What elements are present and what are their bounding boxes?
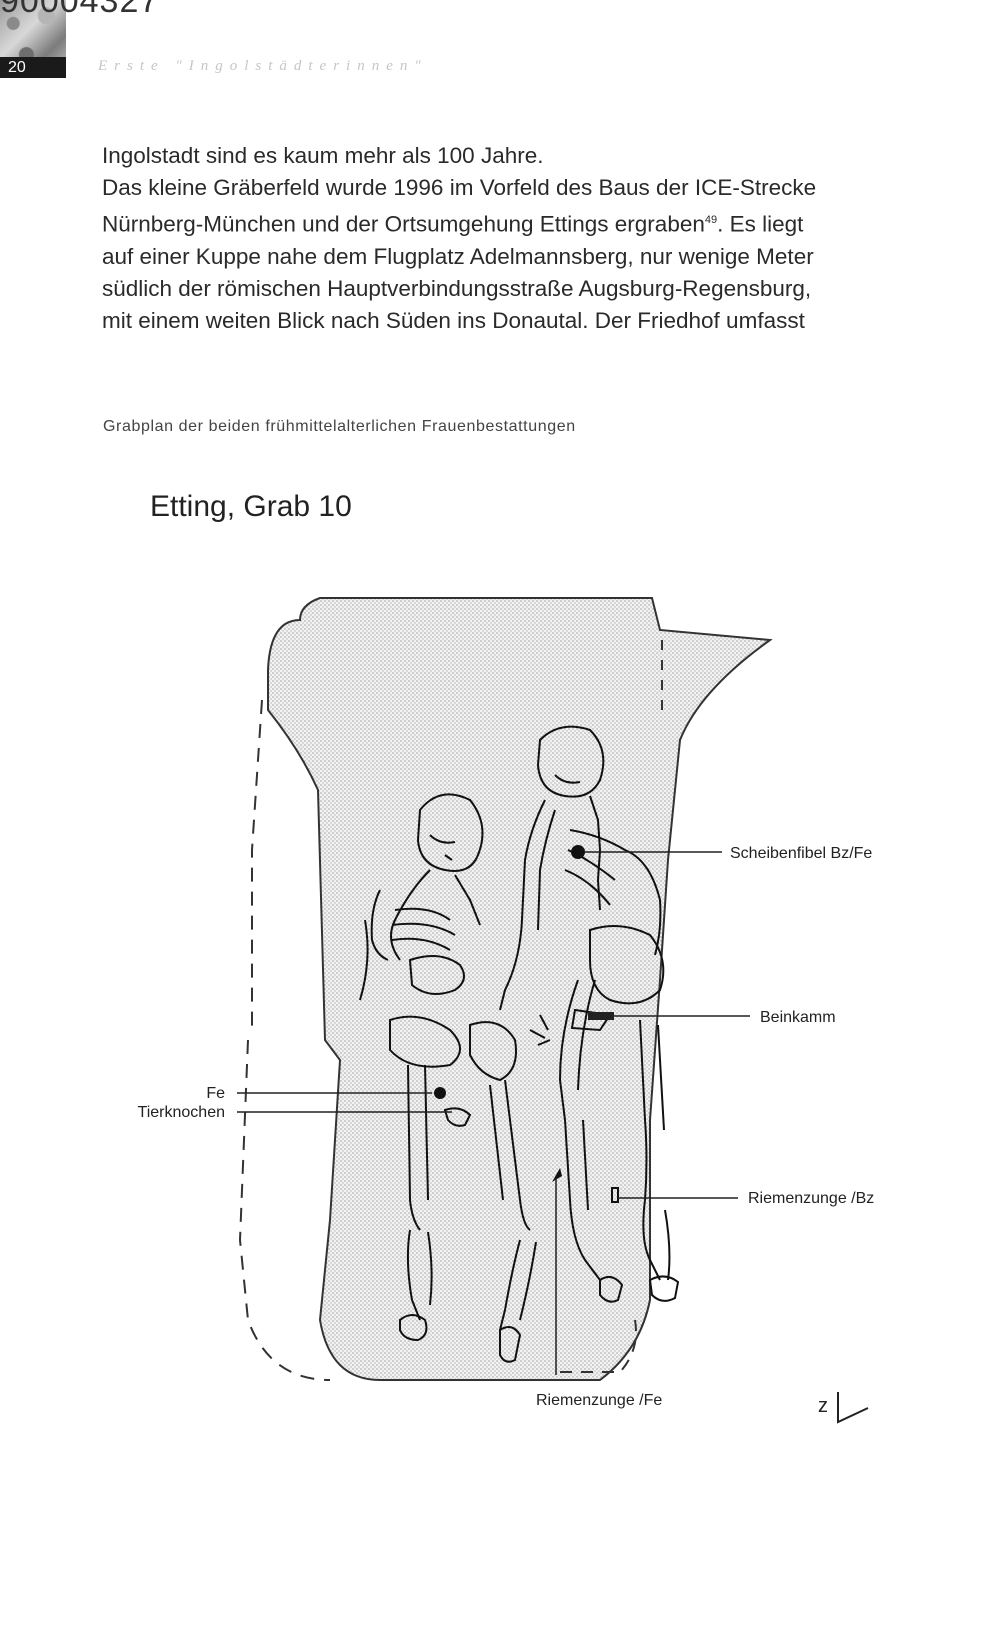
strap-end-bronze-marker: [611, 1187, 619, 1203]
label-riemenzunge-fe: Riemenzunge /Fe: [536, 1392, 662, 1409]
skeleton-left: [359, 793, 537, 1363]
running-title: Erste "Ingolstädterinnen": [98, 58, 428, 74]
text-line: Das kleine Gräberfeld wurde 1996 im Vorf…: [102, 175, 817, 200]
iron-object-marker: [434, 1087, 446, 1099]
figure-title: Etting, Grab 10: [150, 490, 352, 523]
text-line: auf einer Kuppe nahe dem Flugplatz Adelm…: [102, 243, 814, 269]
text-line: Ingolstadt sind es kaum mehr als 100 Jah…: [102, 143, 544, 168]
label-scheibenfibel: Scheibenfibel Bz/Fe: [730, 845, 872, 862]
figure-caption: Grabplan der beiden frühmittelalterliche…: [103, 418, 576, 435]
north-arrow: z: [818, 1392, 869, 1424]
body-paragraph: Ingolstadt sind es kaum mehr als 100 Jah…: [102, 140, 932, 337]
strap-end-iron-marker: [552, 1168, 562, 1182]
north-arrow-icon: [837, 1392, 869, 1424]
bone-comb-marker: [588, 1012, 614, 1020]
text-line-fragment: . Es liegt: [717, 211, 804, 237]
text-line: Nürnberg-München und der Ortsumgehung Et…: [102, 204, 932, 241]
label-beinkamm: Beinkamm: [760, 1009, 836, 1026]
text-line: südlich der römischen Hauptverbindungsst…: [102, 275, 812, 301]
disc-brooch-marker: [571, 845, 585, 859]
north-arrow-letter: z: [818, 1395, 828, 1417]
page-number: 20: [0, 57, 66, 78]
scan-id: 90004327: [0, 0, 160, 20]
text-line-fragment: Nürnberg-München und der Ortsumgehung Et…: [102, 211, 705, 237]
dashed-outline-left-lower: [238, 1039, 331, 1381]
grave-plan-drawing: Scheibenfibel Bz/Fe Beinkamm Fe Tierknoc…: [138, 597, 874, 1424]
footnote-ref: 49: [704, 214, 718, 226]
label-tierknochen: Tierknochen: [138, 1104, 225, 1121]
label-riemenzunge-bz: Riemenzunge /Bz: [748, 1190, 874, 1207]
text-line: mit einem weiten Blick nach Süden ins Do…: [102, 307, 805, 333]
dashed-outline-left: [251, 699, 263, 1030]
label-fe: Fe: [206, 1085, 225, 1102]
grave-pit-shape: [267, 597, 773, 1381]
leader-lines: [237, 851, 750, 1375]
dashed-outline-bottom-right: [560, 1319, 637, 1373]
